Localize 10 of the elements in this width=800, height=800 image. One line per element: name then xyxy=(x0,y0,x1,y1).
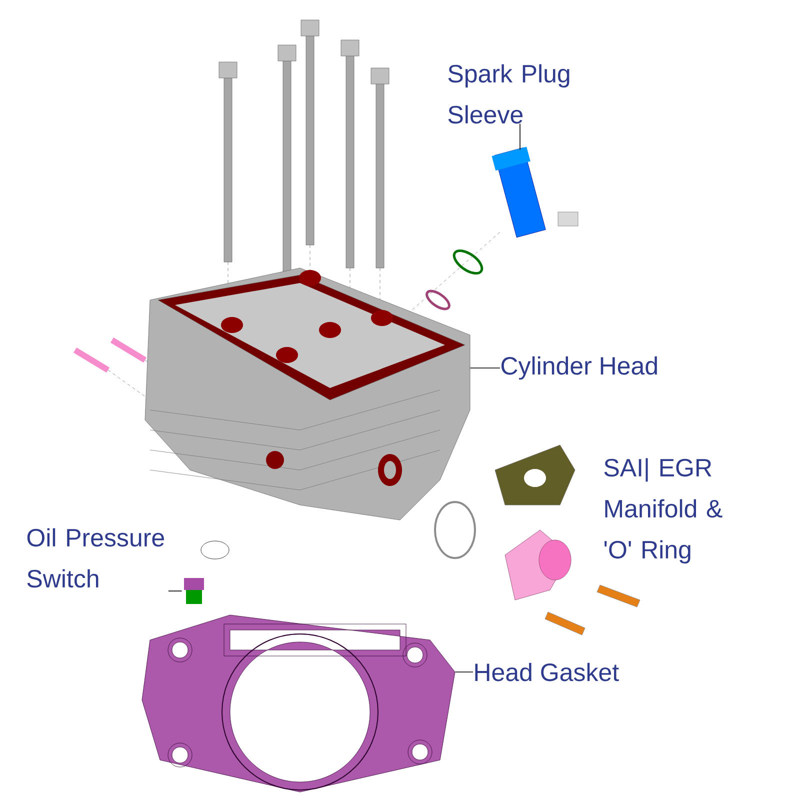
part-label: SAI| EGR Manifold & 'O' Ring xyxy=(604,458,722,564)
leader-line xyxy=(168,590,182,592)
part-label: Head Gasket xyxy=(475,662,619,682)
sleeve-drawing xyxy=(492,146,546,238)
gasket-drawing xyxy=(142,614,456,792)
part-label: Oil Pressure Switch xyxy=(27,528,164,588)
part-label: Spark Plug Sleeve xyxy=(448,64,570,124)
part-label: Cylinder Head xyxy=(501,356,657,380)
cylinder-head-drawing xyxy=(144,268,470,520)
switch-drawing xyxy=(184,578,204,604)
